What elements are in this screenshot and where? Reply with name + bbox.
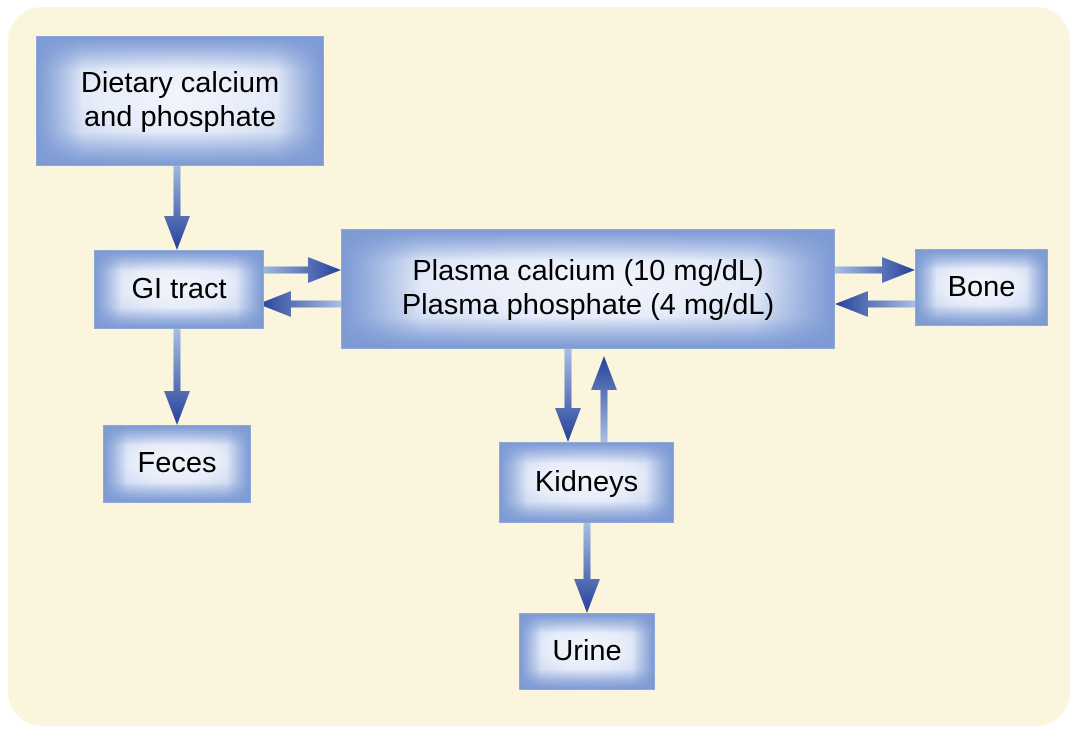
- node-plasma-phosphate-line: Plasma phosphate (4 mg/dL): [401, 289, 775, 321]
- node-bone-label: Bone: [947, 270, 1016, 303]
- node-feces-label: Feces: [137, 447, 217, 480]
- node-dietary-calcium-and-phosphate[interactable]: Dietary calcium and phosphate: [36, 36, 324, 166]
- node-plasma[interactable]: Plasma calcium (10 mg/dL) Plasma phospha…: [341, 229, 835, 349]
- node-gi-tract[interactable]: GI tract: [94, 250, 264, 329]
- node-bone[interactable]: Bone: [915, 249, 1048, 326]
- node-kidneys-label: Kidneys: [534, 465, 639, 498]
- node-urine[interactable]: Urine: [519, 613, 655, 690]
- node-plasma-calcium-line: Plasma calcium (10 mg/dL): [412, 255, 764, 288]
- node-kidneys[interactable]: Kidneys: [499, 442, 674, 523]
- node-dietary-line2: and phosphate: [84, 101, 276, 133]
- node-gi-tract-label: GI tract: [131, 272, 227, 305]
- node-urine-label: Urine: [552, 634, 622, 667]
- node-dietary-line1: Dietary calcium: [80, 67, 280, 100]
- node-feces[interactable]: Feces: [103, 425, 251, 503]
